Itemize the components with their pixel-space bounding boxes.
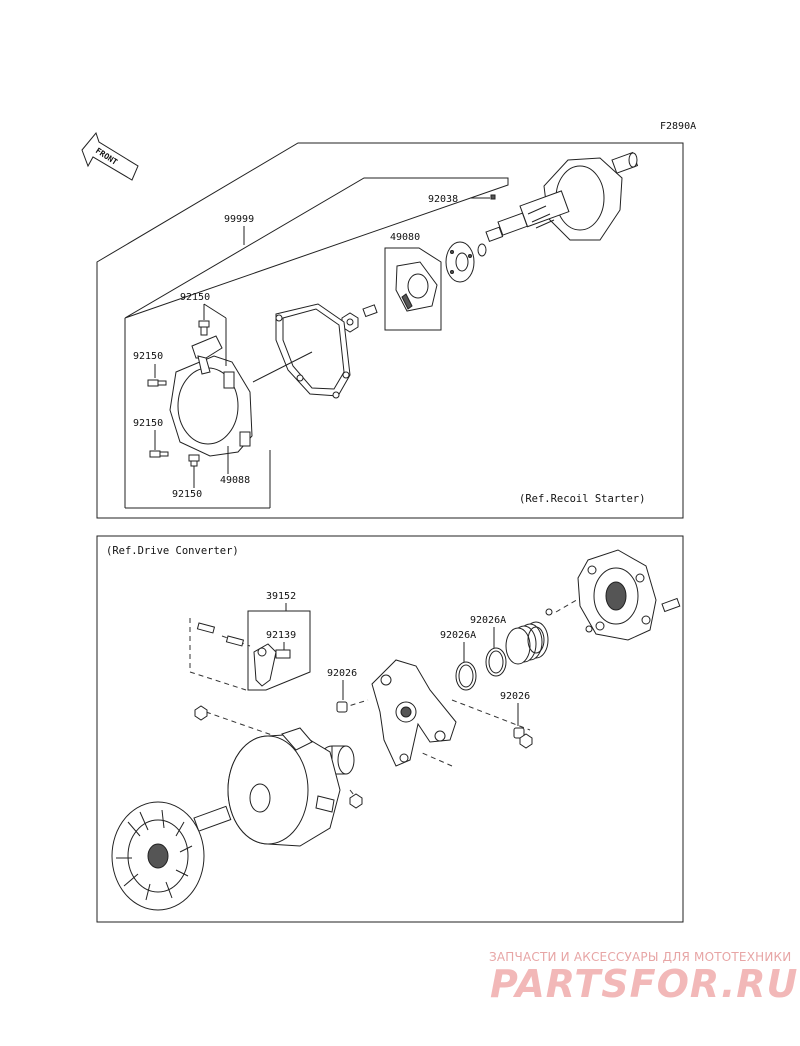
label-99999: 99999 [224, 214, 254, 225]
recoil-starter-cover [169, 335, 253, 457]
cover-bolt [661, 597, 681, 613]
label-92139: 92139 [266, 630, 296, 641]
label-92026-right: 92026 [500, 691, 530, 702]
sheave-nut [349, 793, 363, 809]
bushing-92026-right [513, 727, 525, 739]
label-92026A-2: 92026A [440, 630, 476, 641]
label-92026-left: 92026 [327, 668, 357, 679]
weight-lever [253, 643, 291, 687]
spring [505, 621, 549, 665]
pin-mid [225, 635, 245, 647]
bolt-92150-bottom [188, 454, 200, 467]
rotor [395, 261, 438, 312]
crankshaft-assembly [477, 151, 639, 257]
upper-panel-reference: (Ref.Recoil Starter) [519, 493, 645, 505]
nut-and-bolt [341, 304, 378, 333]
rotor-bracket [384, 247, 442, 331]
watermark-tagline: ЗАПЧАСТИ И АКСЕССУАРЫ ДЛЯ МОТОТЕХНИКИ [489, 950, 792, 964]
watermark-logo: PARTSFOR.RU [490, 962, 799, 1006]
bushing-92026-left [336, 701, 348, 713]
bolt-92150-left [147, 379, 167, 387]
figure-code: F2890A [660, 121, 696, 132]
fixed-sheave [111, 801, 232, 911]
small-ring-2 [585, 625, 593, 633]
pin-upper-left [196, 622, 216, 634]
bolt-92150-top [198, 320, 210, 336]
label-49088: 49088 [220, 475, 250, 486]
label-39152: 39152 [266, 591, 296, 602]
spider [371, 659, 457, 767]
label-92150-bottom: 92150 [172, 489, 202, 500]
nut-left [194, 705, 208, 721]
label-92038: 92038 [428, 194, 458, 205]
flange-plate [445, 241, 475, 283]
lower-panel-reference: (Ref.Drive Converter) [106, 545, 239, 557]
weight-set-bracket [247, 610, 311, 691]
label-92150-top: 92150 [180, 292, 210, 303]
converter-cover [577, 549, 657, 641]
label-92026A-1: 92026A [470, 615, 506, 626]
bolt-92150-lower-left [149, 450, 169, 458]
small-ring-1 [545, 608, 553, 616]
lower-panel-frame [96, 535, 684, 923]
label-92150-left: 92150 [133, 351, 163, 362]
gasket [275, 303, 351, 399]
movable-sheave [227, 727, 341, 847]
upper-panel-frame [96, 142, 684, 519]
lower-panel: (Ref.Drive Converter) 39152 92139 [96, 535, 684, 923]
label-92150-lower-left: 92150 [133, 418, 163, 429]
upper-panel: (Ref.Recoil Starter) 99999 49080 92038 [96, 142, 684, 519]
kit-bracket [124, 177, 509, 319]
nut-right [519, 733, 533, 749]
label-49080: 49080 [390, 232, 420, 243]
front-arrow-icon: FRONT [81, 131, 139, 181]
pin-92038 [490, 194, 496, 200]
